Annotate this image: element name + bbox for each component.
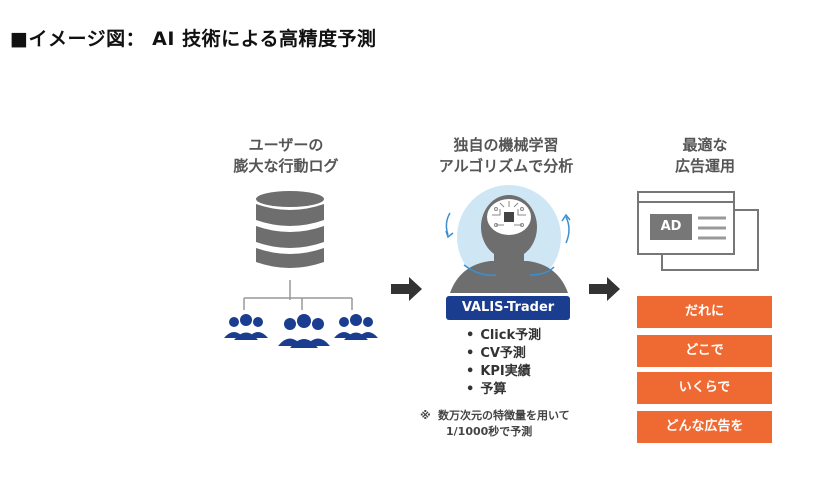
heading-ads-line1: 最適な xyxy=(682,136,728,154)
heading-ml-line1: 独自の機械学習 xyxy=(453,136,559,154)
ad-window-icon: AD xyxy=(634,188,764,274)
ad-label: AD xyxy=(660,219,682,234)
heading-user-logs-line1: ユーザーの xyxy=(248,136,324,154)
feature-item: 予算 xyxy=(466,381,541,399)
valis-trader-badge: VALIS-Trader xyxy=(446,296,570,320)
target-who: だれに xyxy=(637,296,772,328)
page-title: ■イメージ図： AI 技術による高精度予測 xyxy=(10,28,377,50)
target-how-much: いくらで xyxy=(637,372,772,404)
prediction-note: ※ 数万次元の特徴量を用いて 1/1000秒で予測 xyxy=(420,408,570,440)
feature-item: Click予測 xyxy=(466,327,541,345)
heading-user-logs: ユーザーの 膨大な行動ログ xyxy=(231,135,341,177)
feature-item: KPI実績 xyxy=(466,363,541,381)
target-what-ad: どんな広告を xyxy=(637,411,772,443)
note-line2: 1/1000秒で予測 xyxy=(446,425,533,438)
arrow-right-icon xyxy=(391,277,422,301)
note-line1: 数万次元の特徴量を用いて xyxy=(438,409,570,422)
database-icon xyxy=(256,191,324,268)
feature-item: CV予測 xyxy=(466,345,541,363)
feature-list: Click予測 CV予測 KPI実績 予算 xyxy=(466,327,541,399)
note-mark: ※ xyxy=(420,409,431,422)
target-where: どこで xyxy=(637,335,772,367)
heading-user-logs-line2: 膨大な行動ログ xyxy=(233,157,339,175)
heading-ml-algorithm: 独自の機械学習 アルゴリズムで分析 xyxy=(426,135,586,177)
heading-optimal-ads: 最適な 広告運用 xyxy=(650,135,760,177)
heading-ml-line2: アルゴリズムで分析 xyxy=(438,157,574,175)
heading-ads-line2: 広告運用 xyxy=(674,157,735,175)
users-icon xyxy=(224,280,378,348)
arrow-right-icon xyxy=(589,277,620,301)
ai-head-icon xyxy=(445,185,571,293)
